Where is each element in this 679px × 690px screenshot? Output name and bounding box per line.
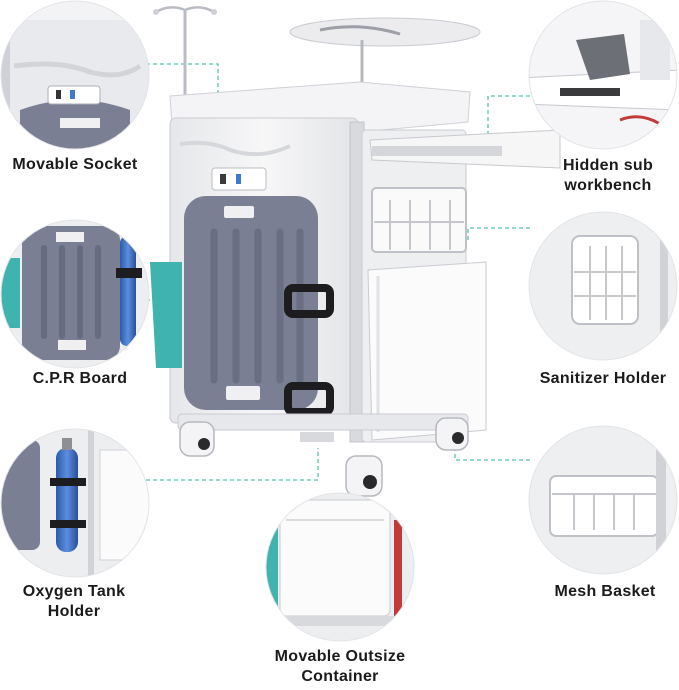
label-oxygen-tank-holder-line1: Oxygen Tank [22,583,126,600]
detail-cpr-board [0,219,150,369]
detail-mesh-basket [528,425,678,575]
leader-sanitizer [467,227,530,240]
label-cpr-board: C.P.R Board [0,369,160,389]
label-hidden-sub-workbench-line1: Hidden sub [562,157,654,174]
detail-movable-outsize-container [265,492,415,642]
label-sanitizer-holder-text: Sanitizer Holder [539,370,667,387]
leader-basket [454,238,530,461]
detail-oxygen-tank-holder [0,428,150,578]
label-mesh-basket: Mesh Basket [530,582,679,602]
label-hidden-sub-workbench-line2: workbench [564,177,652,194]
detail-hidden-workbench [528,0,678,150]
label-mesh-basket-text: Mesh Basket [554,583,656,600]
label-oxygen-tank-holder-line2: Holder [47,603,101,620]
label-sanitizer-holder: Sanitizer Holder [527,369,679,389]
label-hidden-sub-workbench: Hidden sub workbench [548,156,668,196]
label-movable-outsize-container: Movable Outsize Container [240,647,440,687]
detail-movable-socket [0,0,150,150]
label-oxygen-tank-holder: Oxygen Tank Holder [0,582,148,622]
label-cpr-board-text: C.P.R Board [32,370,128,387]
medical-cart [150,6,561,497]
label-movable-outsize-container-line2: Container [301,668,379,685]
detail-sanitizer-holder [528,211,678,361]
leader-oxygen [146,448,319,481]
label-movable-socket: Movable Socket [0,155,150,175]
label-movable-socket-text: Movable Socket [12,156,138,173]
label-movable-outsize-container-line1: Movable Outsize [274,648,406,665]
